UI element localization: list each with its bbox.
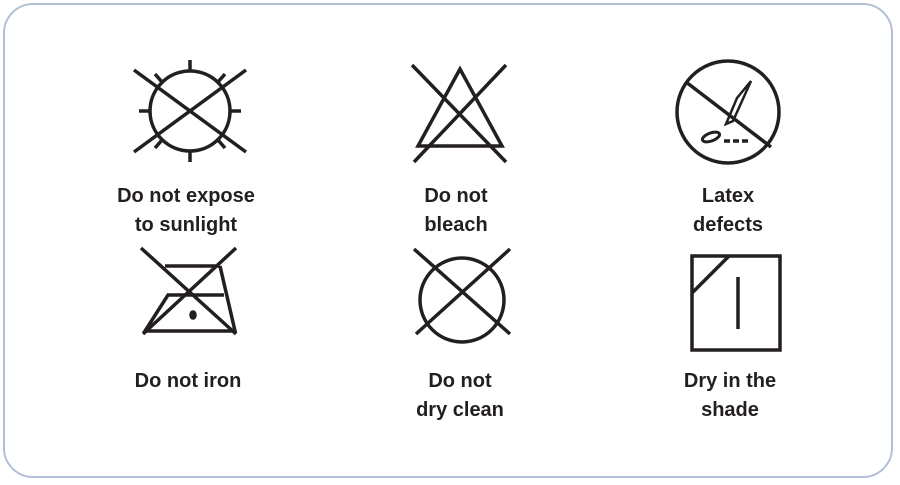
no-iron-icon xyxy=(139,246,238,336)
label-no-iron: Do not iron xyxy=(134,370,242,392)
dry-in-shade-icon xyxy=(690,254,782,352)
no-bleach-icon xyxy=(410,63,508,164)
no-sunlight-icon xyxy=(132,60,248,162)
no-dry-clean-icon xyxy=(412,247,512,344)
card-frame xyxy=(3,3,893,478)
latex-defects-icon xyxy=(675,59,781,165)
